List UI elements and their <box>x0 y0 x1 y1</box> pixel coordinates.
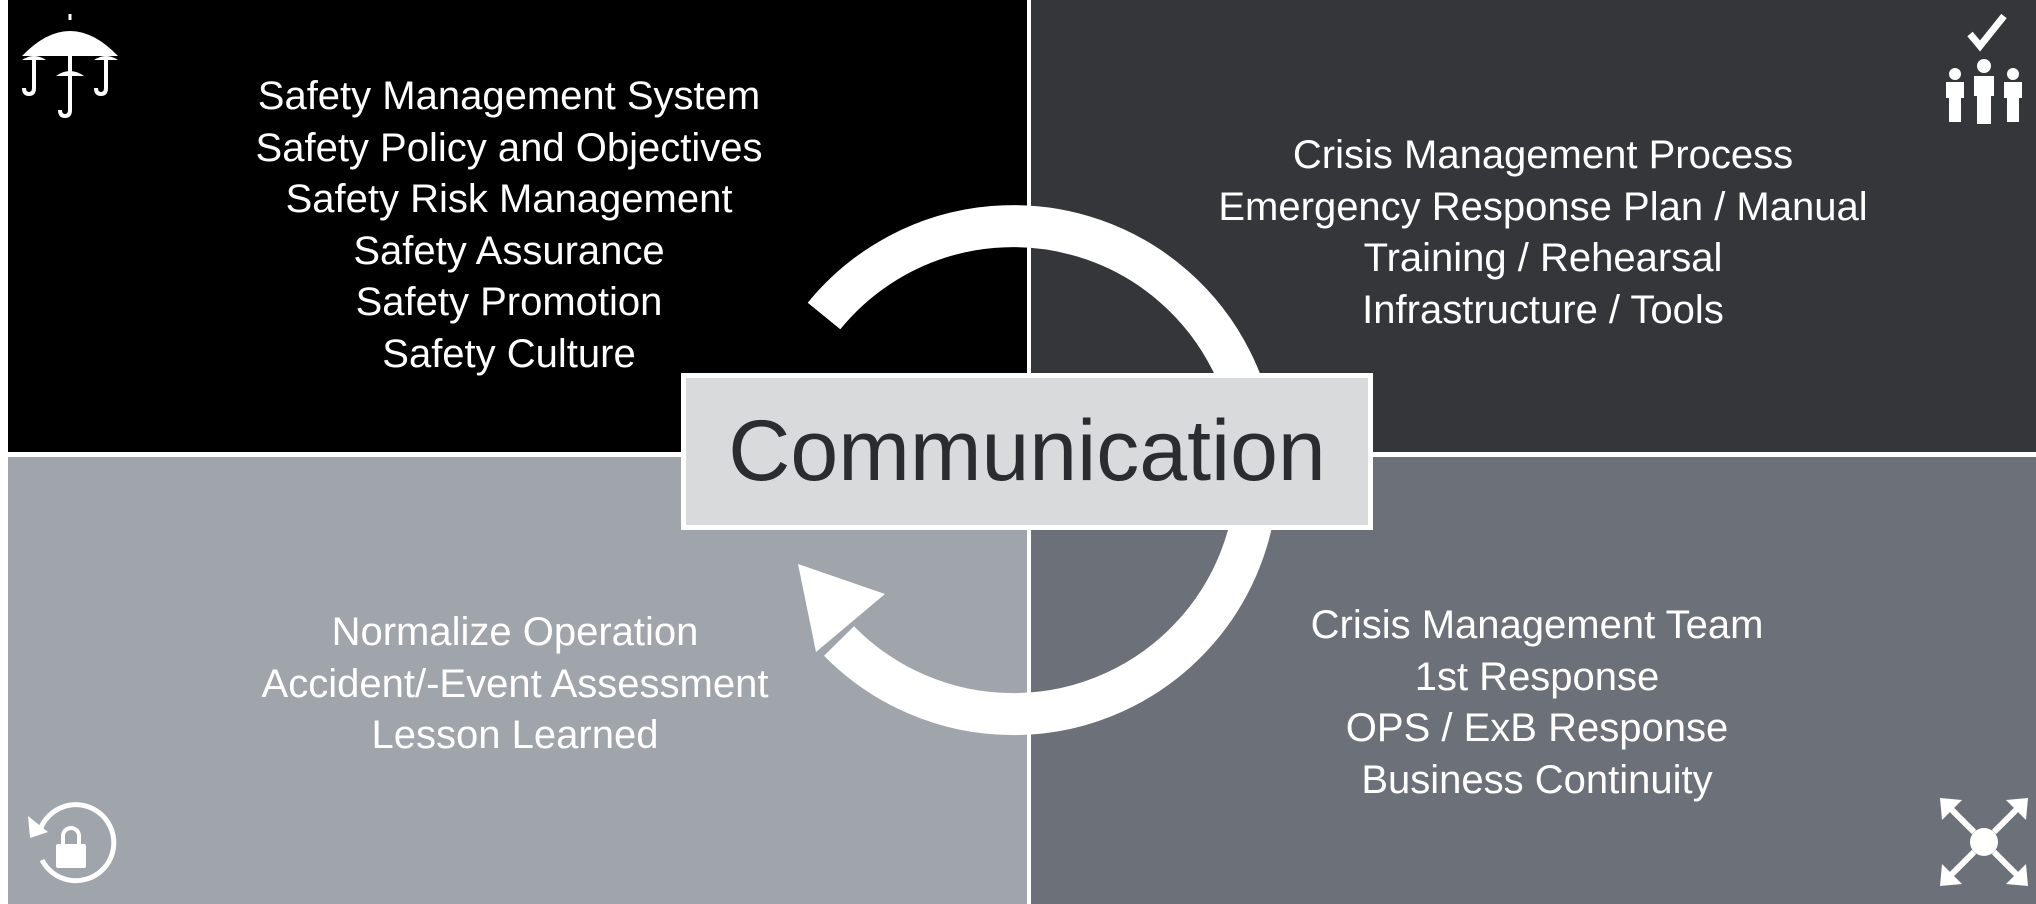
cycle-arrowhead <box>798 564 885 652</box>
umbrellas-icon <box>22 14 118 119</box>
center-label: Communication <box>728 403 1326 499</box>
list-item: Emergency Response Plan / Manual <box>1218 184 1868 229</box>
list-item: Business Continuity <box>1361 757 1713 802</box>
list-item: Safety Management System <box>257 74 761 118</box>
list-item: 1st Response <box>1414 654 1660 699</box>
list-item: Crisis Management Process <box>1292 133 1794 177</box>
preparedness-list: Crisis Management Process Emergency Resp… <box>1031 130 2036 336</box>
list-item: Safety Culture <box>382 331 636 376</box>
center-label-box: Communication <box>681 373 1373 530</box>
list-item: Safety Assurance <box>353 228 665 273</box>
prevention-list: Safety Management System Safety Policy a… <box>8 71 1010 380</box>
list-item: Safety Promotion <box>355 280 663 324</box>
team-check-icon <box>1946 13 2022 124</box>
response-list: Crisis Management Team 1st Response OPS … <box>1031 600 2036 806</box>
list-item: Crisis Management Team <box>1310 603 1764 647</box>
recovery-list: Normalize Operation Accident/-Event Asse… <box>8 607 1022 762</box>
quadrant-response <box>1031 457 2036 904</box>
list-item: Accident/-Event Assessment <box>261 661 769 706</box>
list-item: Infrastructure / Tools <box>1362 287 1724 332</box>
list-item: OPS / ExB Response <box>1345 706 1729 750</box>
expand-arrows-icon <box>1940 798 2028 886</box>
restore-lock-icon <box>28 802 117 884</box>
list-item: Normalize Operation <box>331 610 699 654</box>
list-item: Lesson Learned <box>371 713 659 757</box>
list-item: Safety Risk Management <box>285 177 733 221</box>
list-item: Safety Policy and Objectives <box>255 125 763 170</box>
list-item: Training / Rehearsal <box>1363 236 1723 280</box>
